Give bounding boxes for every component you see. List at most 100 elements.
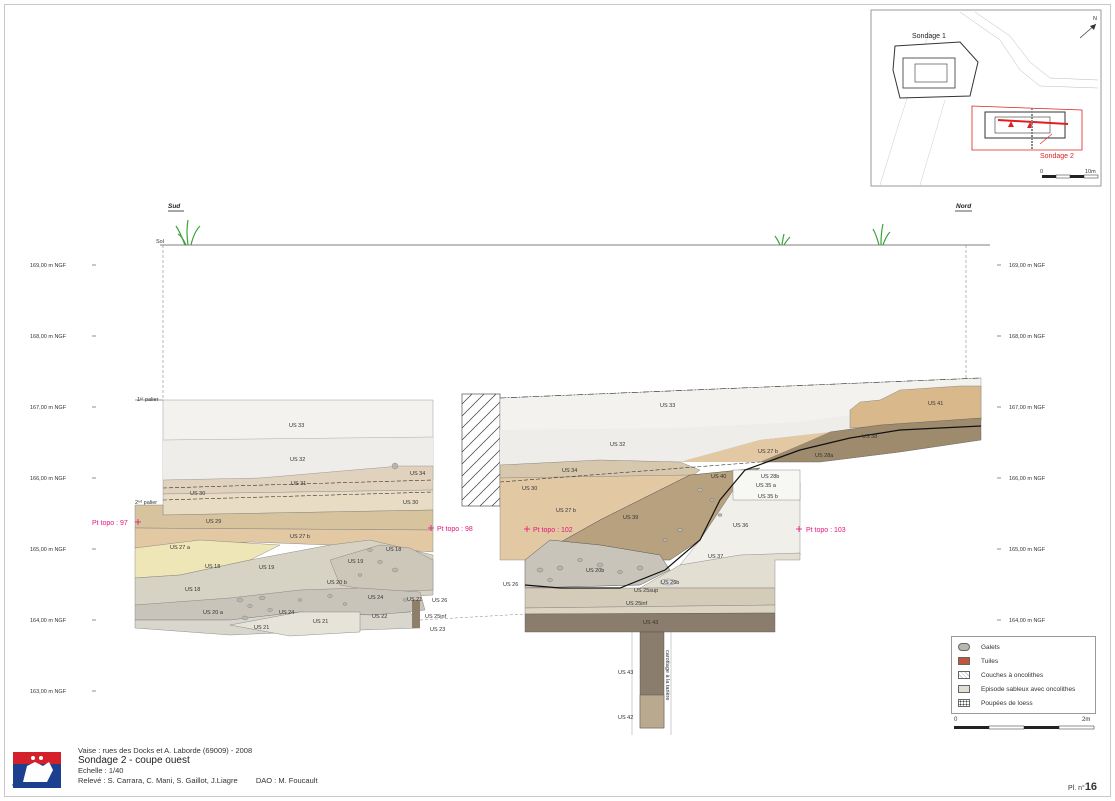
oncolith-icon — [958, 671, 970, 679]
inset-map — [870, 9, 1102, 187]
us-label: US 43 — [643, 620, 658, 626]
us-label: US 30 — [190, 491, 205, 497]
us-label: US 18 — [185, 587, 200, 593]
us-label: US 43 — [618, 670, 633, 676]
topo-label: Pt topo : 97 — [92, 520, 128, 527]
us-label: US 32 — [610, 442, 625, 448]
us-label: US 27 b — [290, 534, 310, 540]
us-label: US 28a — [815, 453, 834, 459]
ville-de-lyon-logo-icon — [13, 752, 61, 788]
us-label: US 35 b — [758, 494, 778, 500]
us-label: US 28b — [761, 474, 779, 480]
loess-icon — [958, 699, 970, 707]
us-label: US 26 — [503, 582, 518, 588]
sandy-oncolith-icon — [958, 685, 970, 693]
sondage2-label: Sondage 2 — [1040, 153, 1074, 160]
legend-item: Tuiles — [958, 656, 998, 666]
north-profile — [419, 377, 982, 735]
us-label: US 34 — [410, 471, 425, 477]
elev-left: 166,00 m NGF — [30, 476, 67, 482]
elevation-ticks — [92, 264, 1001, 692]
sondage1-label: Sondage 1 — [912, 33, 946, 40]
legend-item: Couches à oncolithes — [958, 670, 1043, 680]
us-label: US 33 — [660, 403, 675, 409]
us-label: US 25inf — [425, 614, 447, 620]
us-label: US 20b — [586, 568, 604, 574]
plate-number: Pl. n°16 — [1068, 781, 1098, 793]
topo-label: Pt topo : 102 — [533, 527, 573, 534]
releve-text: Relevé : S. Carrara, C. Mani, S. Gaillot… — [78, 776, 238, 785]
tile-icon — [958, 657, 970, 665]
legend-scale: 0 2m — [954, 717, 1095, 730]
inset-scale-zero: 0 — [1040, 169, 1043, 175]
elev-left: 167,00 m NGF — [30, 405, 67, 411]
us-label: US 21 — [407, 597, 422, 603]
labels: Sondage 1 Sondage 2 N 0 10m Sud Nord Sol… — [30, 16, 1097, 721]
elev-left: 168,00 m NGF — [30, 334, 67, 340]
dao-text: DAO : M. Foucault — [255, 776, 318, 785]
nord-label: Nord — [956, 203, 972, 210]
us-label: US 27 a — [170, 545, 191, 551]
north-label: N — [1093, 16, 1097, 22]
us-label: US 32 — [290, 457, 305, 463]
us-label: US 38 — [862, 434, 877, 440]
us-label: US 24 — [368, 595, 383, 601]
us-label: US 23 — [430, 627, 445, 633]
us-label: US 33 — [289, 423, 304, 429]
us-label: US 25inf — [626, 601, 648, 607]
us-label: US 37 — [708, 554, 723, 560]
topo-label: Pt topo : 103 — [806, 527, 846, 534]
elev-left: 165,00 m NGF — [30, 547, 67, 553]
us-label: US 36 — [733, 523, 748, 529]
elev-right: 169,00 m NGF — [1009, 263, 1046, 269]
plate-title: Sondage 2 - coupe ouest — [78, 755, 190, 766]
logo-text: VILLE DE LYON — [12, 784, 57, 790]
us-label: US 41 — [928, 401, 943, 407]
us-label: US 26b — [661, 580, 679, 586]
us-label: US 35 a — [756, 483, 777, 489]
us-label: US 25sup — [634, 588, 658, 594]
grass-icon — [175, 219, 891, 246]
scale-text: Echelle : 1/40 — [78, 766, 124, 775]
us-label: US 21 — [313, 619, 328, 625]
us-label: US 20 b — [327, 580, 347, 586]
us-label: US 21 — [254, 625, 269, 631]
credits: Relevé : S. Carrara, C. Mani, S. Gaillot… — [78, 776, 318, 786]
palier2-label: 2ⁿᵈ palier — [135, 499, 157, 506]
elev-right: 164,00 m NGF — [1009, 618, 1046, 624]
elev-right: 166,00 m NGF — [1009, 476, 1046, 482]
us-label: US 29 — [206, 519, 221, 525]
elev-left: 163,00 m NGF — [30, 689, 67, 695]
svg-text:2m: 2m — [1082, 717, 1090, 723]
elev-right: 167,00 m NGF — [1009, 405, 1046, 411]
us-label: US 24 — [279, 610, 294, 616]
plate-frame — [4, 4, 1111, 797]
project-line: Vaise : rues des Docks et A. Laborde (69… — [78, 746, 253, 755]
palier1-label: 1ᵉʳ palier — [137, 396, 159, 403]
us-label: US 42 — [618, 715, 633, 721]
us-label: US 30 — [522, 486, 537, 492]
topo-label: Pt topo : 98 — [437, 526, 473, 533]
us-label: US 18 — [205, 564, 220, 570]
south-profile — [134, 399, 434, 637]
topo-markers — [135, 519, 802, 532]
core-label: carottage à la tarière — [664, 650, 670, 700]
us-label: US 19 — [348, 559, 363, 565]
inset-scale-max: 10m — [1085, 169, 1096, 175]
cartouche: Vaise : rues des Docks et A. Laborde (69… — [78, 746, 318, 786]
us-label: US 19 — [259, 565, 274, 571]
legend-item: Galets — [958, 642, 1000, 652]
svg-text:0: 0 — [954, 717, 958, 723]
elev-right: 168,00 m NGF — [1009, 334, 1046, 340]
us-label: US 27 b — [556, 508, 576, 514]
legend-item: Episode sableux avec oncolithes — [958, 684, 1075, 694]
baulk — [461, 393, 501, 507]
pebble-icon — [958, 643, 970, 651]
us-label: US 20 a — [203, 610, 224, 616]
elev-right: 165,00 m NGF — [1009, 547, 1046, 553]
us-label: US 34 — [562, 468, 577, 474]
legend: Galets Tuiles Couches à oncolithes Episo… — [951, 636, 1096, 714]
us-label: US 31 — [291, 481, 306, 487]
sol-label: Sol — [156, 239, 164, 245]
legend-item: Poupées de loess — [958, 698, 1033, 708]
